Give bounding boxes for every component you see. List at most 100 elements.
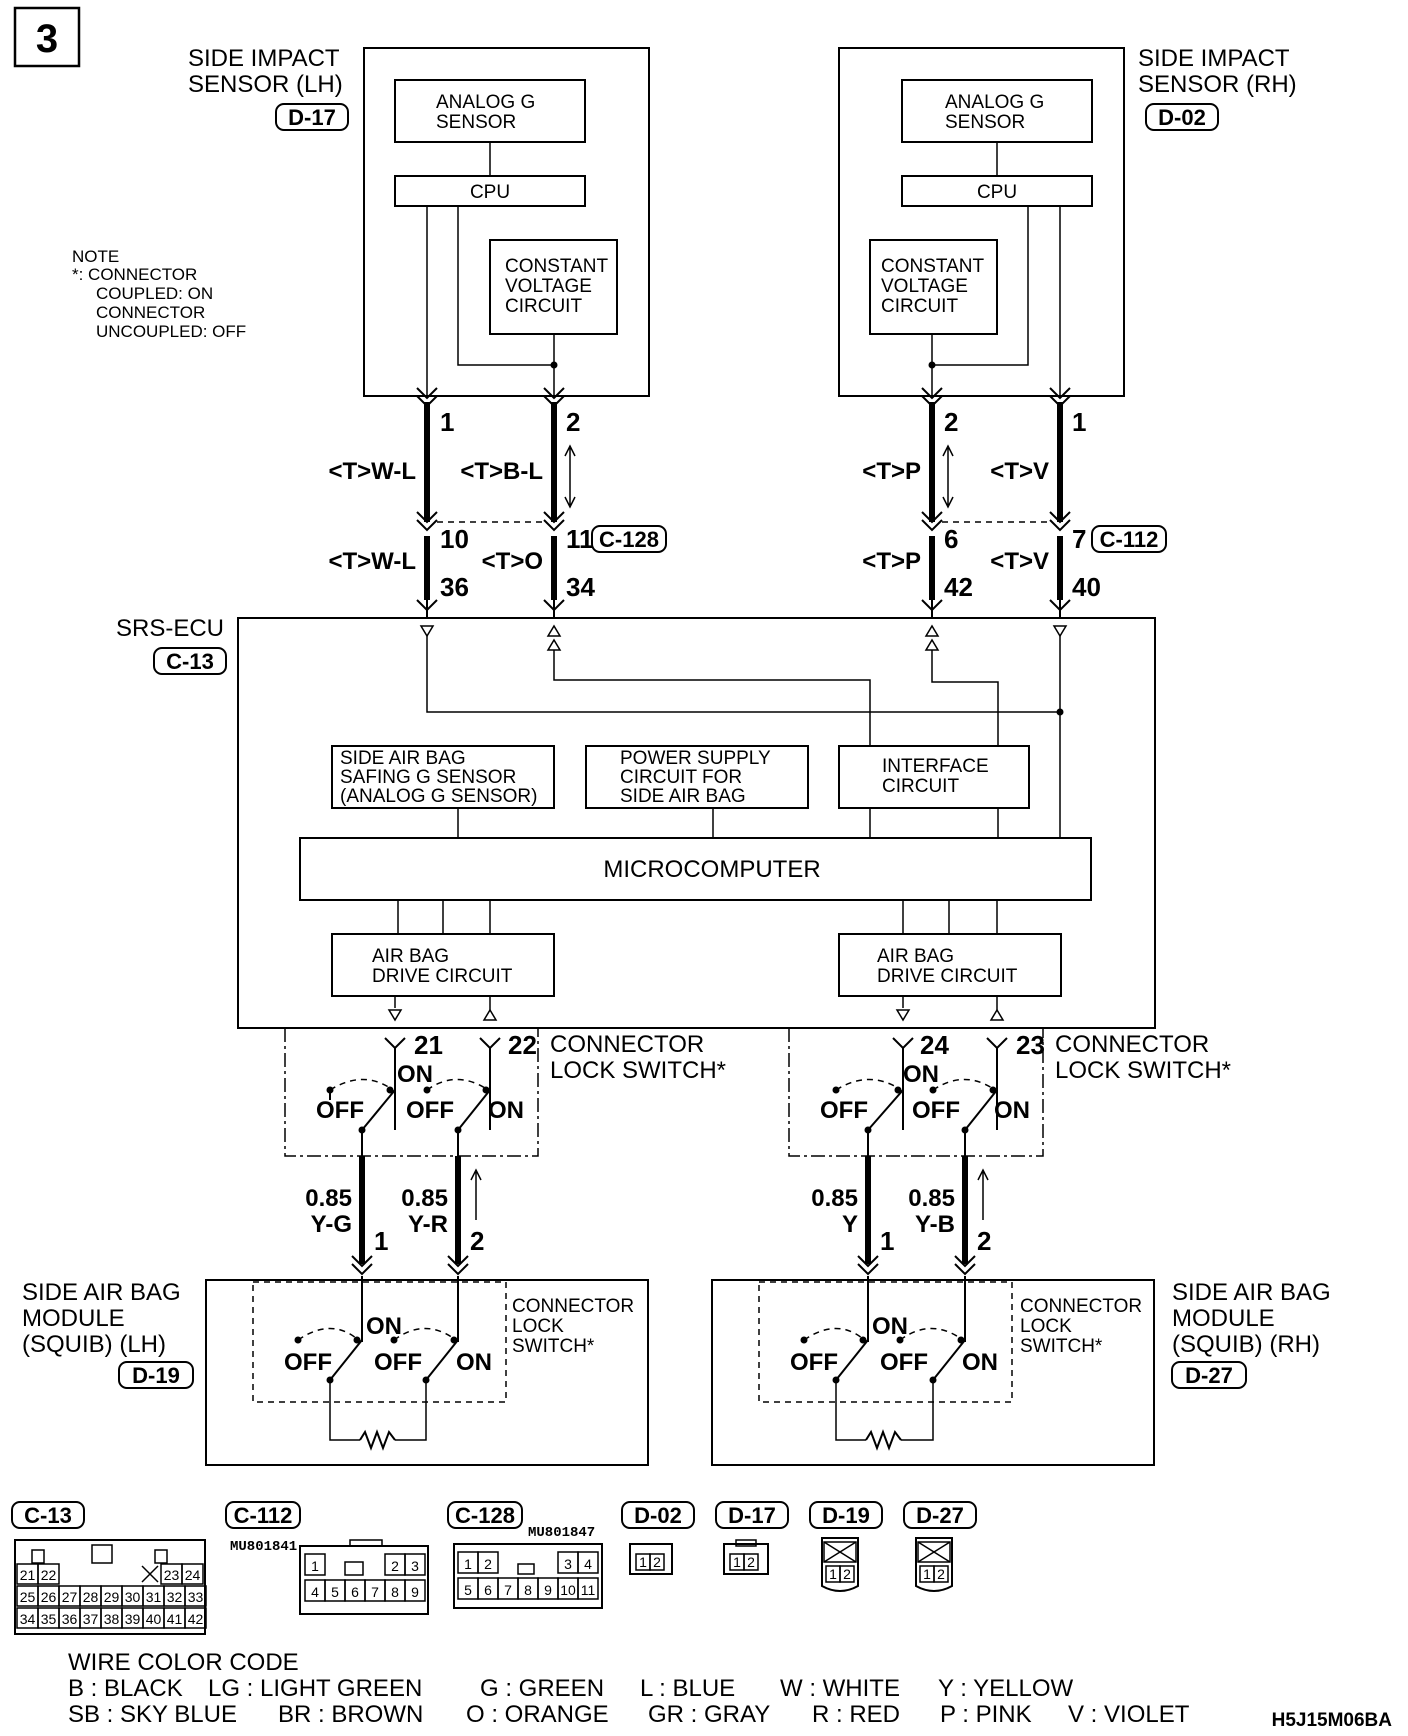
- microcomputer-box: [299, 837, 1092, 901]
- legend-r1-c5: W : WHITE: [780, 1675, 900, 1702]
- d27-pin1: 1: [923, 1566, 931, 1582]
- upper-harness: 1 2 2 1 <T>W-L <T>B-L <T>P <T>V 10 11 C-…: [328, 387, 1167, 618]
- note-line4: UNCOUPLED: OFF: [96, 322, 246, 341]
- wire-lh-b-gauge: 0.85: [401, 1185, 448, 1212]
- lower-harness: 0.85 Y-G 0.85 Y-R 0.85 Y 0.85 Y-B 1 2 1 …: [305, 1156, 991, 1276]
- c112-part: MU801841: [230, 1539, 297, 1555]
- wire-color-legend: WIRE COLOR CODE B : BLACK LG : LIGHT GRE…: [68, 1649, 1190, 1728]
- c112-pin-1: 1: [311, 1558, 319, 1574]
- module-lh-connector: D-19: [132, 1363, 180, 1388]
- sensor-lh-cpu: CPU: [470, 182, 510, 203]
- c13-pin-25: 25: [20, 1589, 36, 1605]
- d19-pin1: 1: [829, 1566, 837, 1582]
- module-rh-pin-1: 1: [880, 1226, 894, 1256]
- ecu-rh-sw1-off: OFF: [820, 1097, 868, 1124]
- ecu-rh-sw2-off: OFF: [912, 1097, 960, 1124]
- c13-pin-32: 32: [167, 1589, 183, 1605]
- legend-r1-c2: LG : LIGHT GREEN: [208, 1675, 422, 1702]
- c13-pin-35: 35: [41, 1611, 57, 1627]
- module-lh-sw2-off: OFF: [374, 1349, 422, 1376]
- ecu-rh-sw1-on: ON: [903, 1061, 939, 1088]
- note: NOTE *: CONNECTOR COUPLED: ON CONNECTOR …: [72, 247, 246, 341]
- sensor-lh-pin-b: 2: [566, 407, 580, 437]
- drive-rh-line1: AIR BAG: [877, 946, 954, 967]
- note-line3: CONNECTOR: [96, 303, 205, 322]
- c13-pin-21: 21: [20, 1567, 36, 1583]
- c128-pin-4: 4: [584, 1556, 592, 1572]
- module-rh-connector: D-27: [1185, 1363, 1233, 1388]
- sensor-lh-cpu-box: [394, 175, 586, 207]
- legend-r1-c1: B : BLACK: [68, 1675, 183, 1702]
- wire-upper-rh-b: <T>V: [990, 458, 1049, 485]
- legend-r2-c6: P : PINK: [940, 1701, 1032, 1728]
- module-rh-switch-area: [758, 1281, 1013, 1403]
- sensor-lh-analog-line2: SENSOR: [436, 112, 516, 133]
- wire-rh-b-gauge: 0.85: [908, 1185, 955, 1212]
- wire-lh-b-color: Y-R: [408, 1211, 448, 1238]
- sensor-rh-analog-line1: ANALOG G: [945, 92, 1044, 113]
- connector-d17: D-17 1 2: [715, 1501, 789, 1575]
- c128-pin-5: 5: [464, 1582, 472, 1598]
- junction-rh-pin-a: 6: [944, 524, 958, 554]
- d19-badge: [809, 1501, 883, 1529]
- d02-pin1: 1: [639, 1554, 647, 1570]
- legend-r2-c4: GR : GRAY: [648, 1701, 770, 1728]
- d17-pin2: 2: [747, 1554, 755, 1570]
- power-supply-box: [585, 745, 809, 809]
- ecu-lh-sw2-off: OFF: [406, 1097, 454, 1124]
- note-line1: *: CONNECTOR: [72, 265, 197, 284]
- sensor-rh-cv-box: [869, 239, 998, 335]
- wire-upper-rh-a: <T>P: [862, 458, 921, 485]
- ecu-lh-sw1-on: ON: [397, 1061, 433, 1088]
- safing-line2: SAFING G SENSOR: [340, 767, 516, 788]
- power-line3: SIDE AIR BAG: [620, 786, 746, 807]
- sensor-rh-cv-line2: VOLTAGE: [881, 276, 968, 297]
- drive-lh-line1: AIR BAG: [372, 946, 449, 967]
- module-rh-sw2-off: OFF: [880, 1349, 928, 1376]
- c13-pin-37: 37: [83, 1611, 99, 1627]
- ecu-rh-lock-label1: CONNECTOR: [1055, 1031, 1209, 1058]
- legend-r1-c6: Y : YELLOW: [938, 1675, 1074, 1702]
- ecu-pin-24: 24: [920, 1030, 949, 1060]
- sensor-rh-cv-line1: CONSTANT: [881, 256, 984, 277]
- d17-label: D-17: [728, 1503, 776, 1528]
- c13-label: C-13: [24, 1503, 72, 1528]
- sensor-rh-pin-b: 1: [1072, 407, 1086, 437]
- note-title: NOTE: [72, 247, 119, 266]
- module-lh-title2: MODULE: [22, 1305, 125, 1332]
- legend-r2-c1: SB : SKY BLUE: [68, 1701, 237, 1728]
- d27-badge: [903, 1501, 977, 1529]
- c13-pin-31: 31: [146, 1589, 162, 1605]
- c128-label: C-128: [455, 1503, 515, 1528]
- c112-pin-1-cell: [304, 1553, 326, 1576]
- sensor-rh-cpu: CPU: [977, 182, 1017, 203]
- module-lh-connector-badge: [118, 1361, 194, 1389]
- module-lh-pin-1: 1: [374, 1226, 388, 1256]
- c128-badge: [447, 1501, 523, 1529]
- module-lh-sw2-on: ON: [456, 1349, 492, 1376]
- wire-lh-a-gauge: 0.85: [305, 1185, 352, 1212]
- c13-pin-42-cell: [184, 1607, 207, 1629]
- interface-line2: CIRCUIT: [882, 776, 959, 797]
- module-rh-connector-badge: [1171, 1361, 1247, 1389]
- page-number: 3: [36, 17, 58, 61]
- ecu-lock-switch-rh: 24 23 ON OFF OFF ON CONNECTOR LOCK SWITC…: [788, 1028, 1231, 1160]
- safing-line3: (ANALOG G SENSOR): [340, 786, 537, 807]
- c13-pin-26: 26: [41, 1589, 57, 1605]
- sensor-rh-analog-line2: SENSOR: [945, 112, 1025, 133]
- sensor-lh-title2: SENSOR (LH): [188, 71, 343, 98]
- legend-r2-c7: V : VIOLET: [1068, 1701, 1190, 1728]
- sensor-rh-title2: SENSOR (RH): [1138, 71, 1297, 98]
- legend-r2-c5: R : RED: [812, 1701, 900, 1728]
- ecu-lh-sw1-off: OFF: [316, 1097, 364, 1124]
- drive-lh-line2: DRIVE CIRCUIT: [372, 966, 513, 987]
- ecu-connector: C-13: [166, 649, 214, 674]
- ecu-title: SRS-ECU: [116, 615, 224, 642]
- c112-pin-6: 6: [351, 1584, 359, 1600]
- d17-badge: [715, 1501, 789, 1529]
- c128-pin-11: 11: [581, 1582, 596, 1598]
- legend-r1-c3: G : GREEN: [480, 1675, 604, 1702]
- c128-pin-1: 1: [464, 1556, 472, 1572]
- module-rh-cls1: CONNECTOR: [1020, 1296, 1142, 1317]
